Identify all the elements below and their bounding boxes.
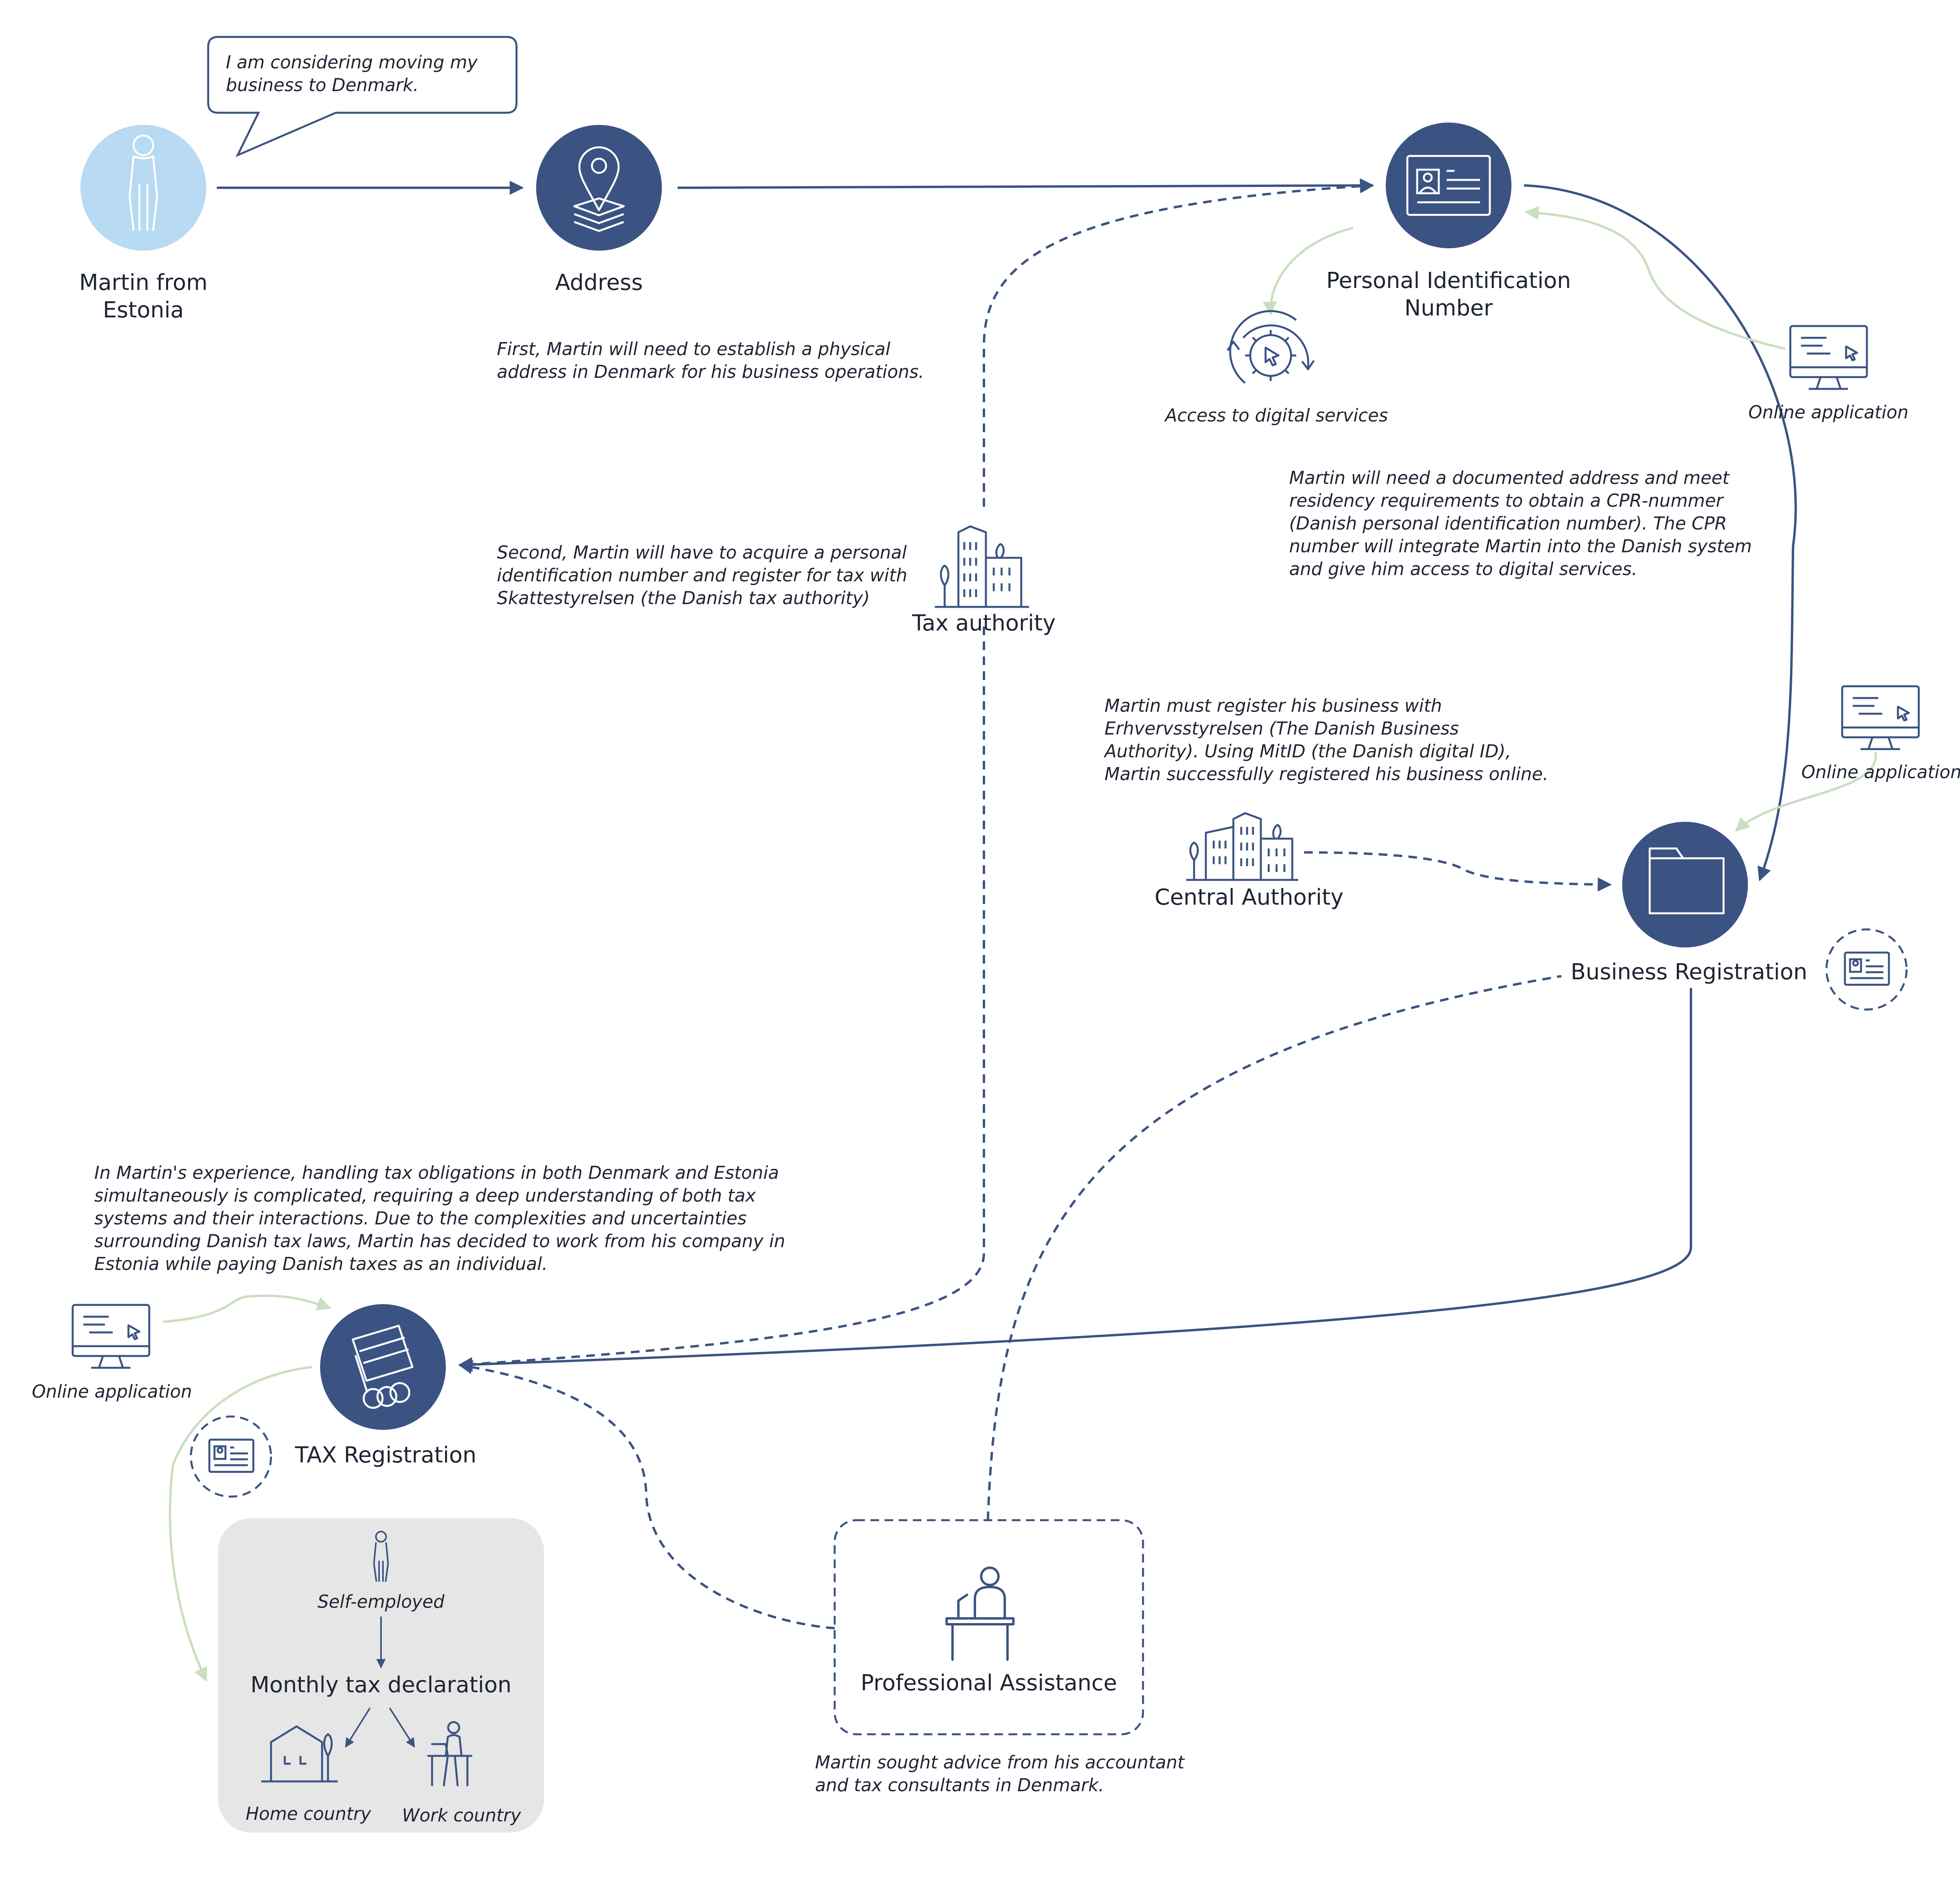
arrow-monthly-to-work	[389, 1707, 415, 1748]
arrow-pin-to-business	[1524, 184, 1797, 881]
self-employed-label: Self-employed	[317, 1591, 445, 1612]
green-online-app-to-tax	[163, 1294, 332, 1323]
declaration-box	[218, 1518, 544, 1832]
pin-label: Personal Identification Number	[1326, 268, 1571, 321]
location-pin-icon	[573, 146, 625, 232]
note-address: First, Martin will need to establish a p…	[497, 339, 924, 382]
online-app-pin-label: Online application	[1748, 402, 1909, 423]
note-business: Martin must register his business with E…	[1105, 695, 1549, 784]
speech-bubble	[207, 36, 518, 157]
note-professional: Martin sought advice from his accountant…	[815, 1752, 1185, 1796]
home-country-label: Home country	[245, 1803, 371, 1824]
tax-registration-label: TAX Registration	[295, 1442, 477, 1468]
martin-node	[81, 125, 206, 251]
central-authority-label: Central Authority	[1154, 885, 1344, 910]
arrow-monthly-to-home	[345, 1707, 371, 1748]
digital-services-label: Access to digital services	[1165, 405, 1388, 426]
note-cpr: Martin will need a documented address an…	[1289, 467, 1752, 579]
buildings-icon	[1186, 812, 1298, 881]
computer-monitor-icon	[1841, 685, 1920, 750]
dashed-tax-authority-to-pin	[983, 179, 1374, 507]
house-icon	[261, 1725, 338, 1783]
dashed-central-authority-to-business	[1304, 851, 1612, 892]
arrow-address-to-pin	[677, 178, 1374, 193]
green-pin-to-digital-services	[1263, 227, 1354, 316]
address-label: Address	[555, 270, 643, 295]
pin-node	[1386, 123, 1511, 248]
note-tax-authority: Second, Martin will have to acquire a pe…	[497, 542, 907, 608]
professional-assistance-box	[833, 1519, 1144, 1735]
professional-label: Professional Assistance	[861, 1670, 1117, 1696]
arrow-business-to-tax	[458, 988, 1692, 1372]
speech-bubble-text: I am considering moving my business to D…	[226, 52, 478, 95]
green-online-app-to-pin	[1524, 205, 1786, 350]
business-label: Business Registration	[1570, 959, 1808, 985]
green-tax-to-declaration	[169, 1366, 313, 1682]
computer-monitor-icon	[1789, 325, 1868, 390]
business-node	[1622, 822, 1748, 947]
cards-and-coins-icon	[352, 1325, 414, 1409]
work-country-label: Work country	[402, 1805, 521, 1826]
person-at-desk-icon	[945, 1567, 1015, 1661]
online-app-business-label: Online application	[1801, 762, 1960, 782]
buildings-icon	[935, 525, 1029, 608]
note-tax-experience: In Martin's experience, handling tax obl…	[94, 1162, 786, 1274]
id-card-icon	[1406, 155, 1491, 216]
martin-label: Martin from Estonia	[79, 270, 208, 323]
dashed-professional-to-business	[987, 975, 1562, 1521]
person-icon	[128, 134, 158, 231]
person-at-desk-icon	[427, 1721, 473, 1787]
person-icon	[373, 1531, 389, 1582]
monthly-declaration-label: Monthly tax declaration	[250, 1672, 512, 1698]
gear-cursor-icon	[1226, 310, 1315, 384]
computer-monitor-icon	[71, 1304, 150, 1369]
address-node	[536, 125, 662, 251]
id-card-icon	[1825, 928, 1908, 1011]
folder-icon	[1649, 847, 1725, 914]
tax-node	[320, 1304, 446, 1430]
dashed-professional-to-tax	[458, 1360, 835, 1629]
tax-authority-label: Tax authority	[912, 610, 1056, 636]
online-app-tax-label: Online application	[32, 1381, 192, 1402]
green-online-app-to-business	[1735, 752, 1877, 832]
id-card-icon	[190, 1415, 272, 1498]
